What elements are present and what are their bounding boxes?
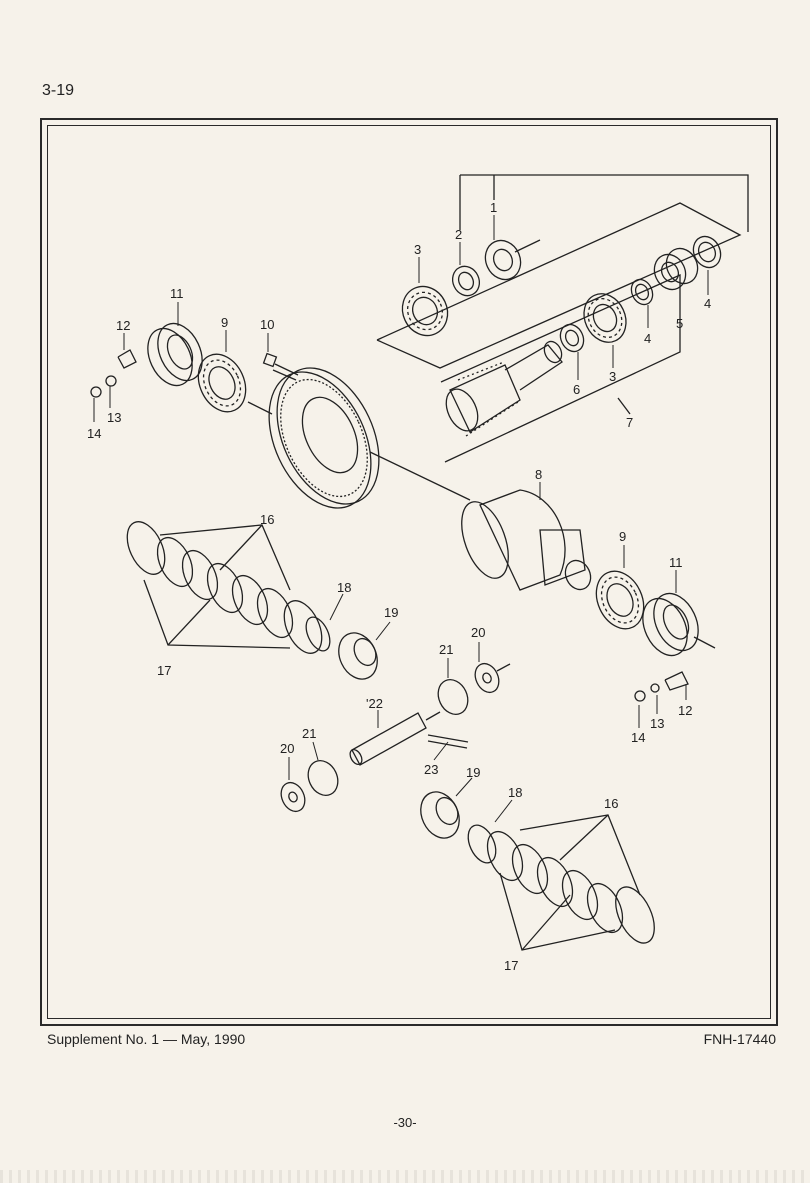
callout-14: 14 — [87, 426, 101, 441]
callout-17: 17 — [157, 663, 171, 678]
callout-1: 1 — [490, 200, 497, 215]
side-gear-lower — [420, 791, 460, 839]
callout-18b: 18 — [508, 785, 522, 800]
thrust-washer-right — [474, 662, 511, 694]
callout-20b: 20 — [280, 741, 294, 756]
scan-artifact-strip — [0, 1170, 810, 1183]
callout-9: 9 — [221, 315, 228, 330]
callout-12: 12 — [116, 318, 130, 333]
pinion-nut — [484, 239, 541, 281]
axis-line-left — [247, 401, 273, 415]
pinion-group-bracket — [376, 174, 749, 463]
ring-gear — [268, 367, 380, 509]
callout-9b: 9 — [619, 529, 626, 544]
side-gear-upper — [338, 632, 378, 680]
callout-19: 19 — [384, 605, 398, 620]
diagram-frame — [40, 118, 778, 1026]
callout-4: 4 — [704, 296, 711, 311]
shim-upper — [692, 235, 722, 269]
callout-23: 23 — [424, 762, 438, 777]
bearing-pinion — [583, 293, 627, 343]
callout-2: 2 — [455, 227, 462, 242]
leader-lines — [93, 215, 709, 823]
callout-22: '22 — [366, 696, 383, 711]
callout-4b: 4 — [644, 331, 651, 346]
lock-pin — [427, 734, 469, 749]
spacer-ring — [451, 265, 481, 297]
pinion-gear-right — [437, 678, 469, 716]
callout-16b: 16 — [604, 796, 618, 811]
side-bearing-right — [642, 592, 716, 657]
callout-14b: 14 — [631, 730, 645, 745]
shim-lower — [630, 278, 654, 306]
callout-11b: 11 — [669, 555, 683, 570]
callout-3: 3 — [414, 242, 421, 257]
pinion-gear-left — [307, 759, 339, 797]
axis-line-center — [369, 451, 471, 501]
washer-bolt-left — [90, 375, 117, 398]
clutch-stack-lower — [467, 814, 655, 951]
diagram-frame-inner — [47, 125, 771, 1019]
callout-17b: 17 — [504, 958, 518, 973]
clutch-stack-upper — [126, 521, 331, 654]
callout-13: 13 — [107, 410, 121, 425]
callout-labels: 1 2 3 4 4 5 3 6 7 8 9 10 9 11 11 12 12 1… — [87, 200, 711, 973]
callout-3b: 3 — [609, 369, 616, 384]
callout-7: 7 — [626, 415, 633, 430]
roller-bearing-left — [197, 353, 247, 413]
thrust-washer-left — [280, 781, 306, 813]
callout-6: 6 — [573, 382, 580, 397]
lock-plate-right — [664, 671, 689, 691]
washer-bolt-right — [634, 683, 660, 702]
lock-plate-left — [117, 349, 137, 369]
callout-12b: 12 — [678, 703, 692, 718]
differential-case — [461, 489, 592, 591]
pinion-shaft-22 — [349, 711, 441, 766]
bearing-upper-left — [401, 285, 449, 337]
side-bearing-left — [147, 322, 203, 387]
callout-10: 10 — [260, 317, 274, 332]
pinion-shaft — [445, 340, 563, 437]
callout-19b: 19 — [466, 765, 480, 780]
callout-13b: 13 — [650, 716, 664, 731]
roller-bearing-right — [595, 570, 645, 630]
callout-5: 5 — [676, 316, 683, 331]
bolt-10 — [262, 352, 299, 381]
callout-20: 20 — [471, 625, 485, 640]
callout-21: 21 — [439, 642, 453, 657]
page-number: -30- — [393, 1115, 417, 1130]
supplement-note: Supplement No. 1 — May, 1990 — [47, 1031, 246, 1047]
collar — [653, 247, 699, 291]
figure-code: FNH-17440 — [703, 1031, 776, 1047]
callout-8: 8 — [535, 467, 542, 482]
callout-18: 18 — [337, 580, 351, 595]
washer — [559, 323, 585, 353]
callout-21b: 21 — [302, 726, 316, 741]
page-label: 3-19 — [42, 82, 75, 99]
callout-11: 11 — [170, 286, 184, 301]
callout-16: 16 — [260, 512, 274, 527]
